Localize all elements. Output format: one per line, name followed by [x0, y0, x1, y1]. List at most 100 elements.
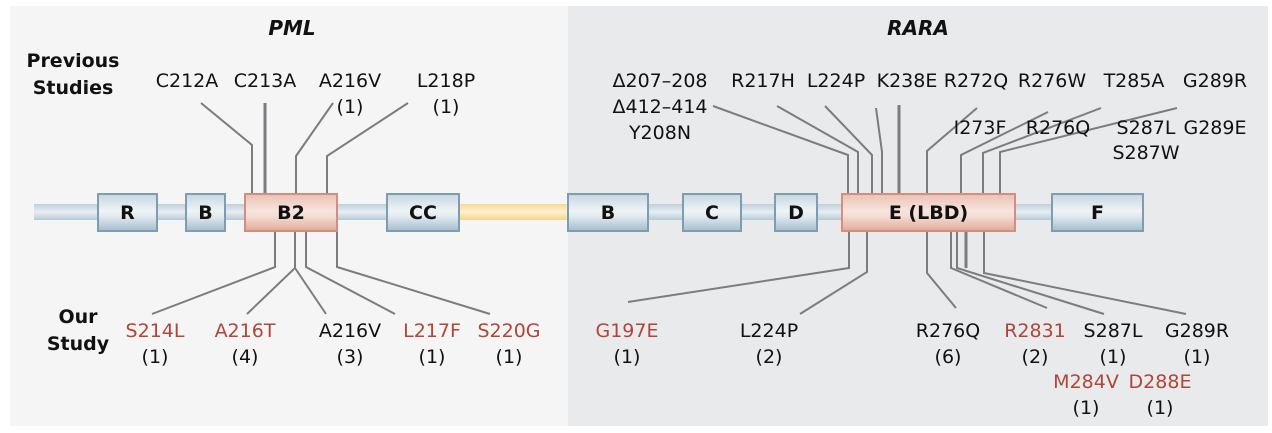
mutation-label: R272Q [943, 70, 1009, 92]
prev-mutation-del-412-414: Δ412–414 [612, 94, 707, 120]
prev-mutation-c213a: C213A [234, 68, 297, 94]
prev-mutation-del-207-208: Δ207–208 [612, 68, 707, 94]
mutation-label: R276W [1017, 70, 1087, 92]
our-study-label-line2: Study [46, 333, 110, 355]
domain-rara-e-lbd: E (LBD) [841, 193, 1016, 232]
mutation-label: A216V [318, 320, 382, 342]
our-mutation-d288e: D288E (1) [1129, 369, 1192, 421]
prev-mutation-c212a: C212A [156, 68, 219, 94]
connector-line [151, 232, 276, 315]
mutation-count: (4) [231, 346, 259, 368]
connector-line [294, 267, 327, 315]
mutation-label: S220G [477, 320, 541, 342]
domain-pml-cc: CC [386, 193, 460, 232]
domain-rara-d: D [774, 193, 818, 232]
fusion-linker [458, 204, 570, 220]
prev-mutation-l224p: L224P [807, 68, 865, 94]
connector-line [326, 102, 409, 193]
our-mutation-l224p: L224P (2) [740, 318, 798, 370]
mutation-count: (1) [613, 346, 641, 368]
mutation-label: G289R [1182, 70, 1248, 92]
our-study-label-line1: Our [58, 306, 98, 328]
prev-mutation-r276q: R276Q [1026, 115, 1090, 141]
mutation-label: S214L [125, 320, 185, 342]
mutation-label: D288E [1128, 371, 1192, 393]
previous-studies-label: Previous Studies [27, 48, 120, 102]
our-study-label: Our Study [47, 304, 109, 358]
mutation-label: Y208N [628, 122, 692, 144]
mutation-count: (3) [336, 346, 364, 368]
connector-line [824, 105, 873, 193]
prev-mutation-t285a: T285A [1104, 68, 1165, 94]
prev-mutation-i273f: I273F [954, 115, 1007, 141]
connector-line [305, 232, 396, 315]
connector-line [982, 107, 1102, 193]
mutation-label: C213A [233, 70, 297, 92]
our-mutation-g289r: G289R (1) [1165, 318, 1229, 370]
connector-line [295, 102, 334, 193]
mutation-count: (1) [1099, 346, 1127, 368]
mutation-label: R217H [731, 70, 795, 92]
mutation-count: (1) [336, 96, 364, 118]
connector-line [950, 232, 1048, 309]
prev-mutation-s287w: S287W [1112, 140, 1179, 166]
domain-pml-b2: B2 [244, 193, 338, 232]
pml-gene-title: PML [268, 16, 316, 40]
prev-mutation-r217h: R217H [731, 68, 795, 94]
previous-studies-label-line1: Previous [26, 50, 120, 72]
previous-studies-label-line2: Studies [32, 77, 114, 99]
mutation-label: C212A [155, 70, 219, 92]
domain-rara-c: C [682, 193, 742, 232]
our-mutation-r2831: R2831 (2) [1004, 318, 1066, 370]
mutation-label: S287L [1083, 320, 1143, 342]
our-mutation-g197e: G197E (1) [596, 318, 659, 370]
mutation-label: A216T [214, 320, 276, 342]
mutation-count: (1) [1072, 397, 1100, 419]
domain-pml-b: B [185, 193, 226, 232]
connector-line [627, 232, 850, 303]
prev-mutation-r276w: R276W [1018, 68, 1086, 94]
our-mutation-r276q: R276Q (6) [916, 318, 980, 370]
prev-mutation-a216v: A216V (1) [319, 68, 381, 120]
connector-line [926, 107, 978, 193]
mutation-label: L217F [403, 320, 461, 342]
connector-line [712, 105, 849, 193]
our-mutation-s287l: S287L (1) [1084, 318, 1143, 370]
our-mutation-s214l: S214L (1) [126, 318, 185, 370]
prev-mutation-r272q: R272Q [944, 68, 1008, 94]
mutation-label: Δ207–208 [612, 70, 708, 92]
connector-line [776, 105, 859, 193]
mutation-count: (2) [755, 346, 783, 368]
mutation-label: R2831 [1004, 320, 1066, 342]
mutation-label: K238E [876, 70, 938, 92]
prev-mutation-k238e: K238E [877, 68, 938, 94]
connector-line [246, 232, 296, 315]
mutation-label: I273F [953, 117, 1007, 139]
mutation-label: T285A [1103, 70, 1165, 92]
domain-rara-f: F [1051, 193, 1144, 232]
our-mutation-a216t: A216T (4) [215, 318, 276, 370]
our-mutation-l217f: L217F (1) [403, 318, 461, 370]
mutation-label: R276Q [915, 320, 981, 342]
prev-mutation-l218p: L218P (1) [417, 68, 475, 120]
our-mutation-a216v: A216V (3) [319, 318, 381, 370]
connector-line [960, 111, 1049, 193]
prev-mutation-s287l: S287L [1117, 115, 1176, 141]
rara-gene-title: RARA [887, 16, 949, 40]
mutation-count: (1) [141, 346, 169, 368]
mutation-count: (1) [1146, 397, 1174, 419]
mutation-label: M284V [1053, 371, 1119, 393]
mutation-label: Δ412–414 [612, 96, 708, 118]
mutation-count: (1) [495, 346, 523, 368]
mutation-label: A216V [318, 70, 382, 92]
mutation-count: (1) [418, 346, 446, 368]
connector-line [983, 232, 1187, 315]
mutation-count: (2) [1021, 346, 1049, 368]
connector-line [926, 232, 957, 309]
mutation-label: R276Q [1025, 117, 1091, 139]
connector-line [200, 102, 253, 193]
mutation-count: (1) [432, 96, 460, 118]
mutation-count: (6) [934, 346, 962, 368]
mutation-label: G289E [1183, 117, 1247, 139]
mutation-label: G289R [1164, 320, 1230, 342]
